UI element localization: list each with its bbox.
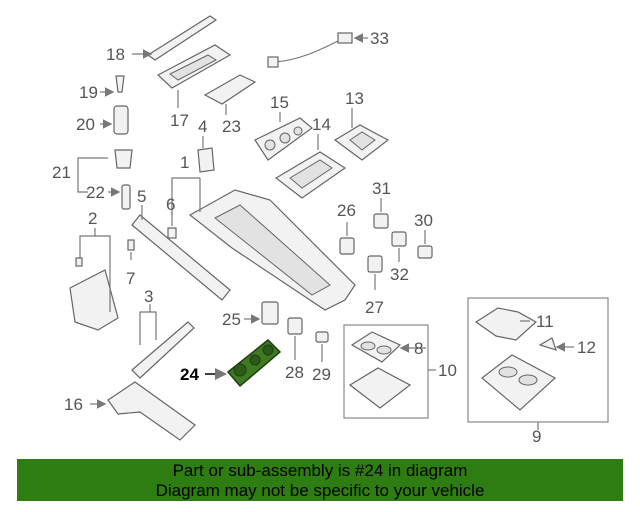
part-13-boot: 13 bbox=[333, 89, 390, 161]
callout-26: 26 bbox=[337, 201, 356, 220]
callout-22: 22 bbox=[86, 183, 105, 202]
callout-19: 19 bbox=[79, 83, 98, 102]
callout-16: 16 bbox=[64, 395, 83, 414]
part-33-cable: 33 bbox=[267, 29, 389, 68]
parts-diagram: 18 17 23 19 20 21 22 4 bbox=[52, 15, 609, 446]
part-21-socket: 21 bbox=[52, 149, 133, 193]
callout-4: 4 bbox=[198, 117, 207, 136]
part-14-housing: 14 bbox=[274, 115, 347, 199]
callout-7: 7 bbox=[126, 269, 135, 288]
callout-17: 17 bbox=[170, 111, 189, 130]
part-20-socket: 20 bbox=[76, 105, 129, 135]
callout-20: 20 bbox=[76, 115, 95, 134]
part-7-tab: 7 bbox=[126, 239, 135, 288]
part-27-switch: 27 bbox=[365, 255, 384, 317]
callout-3: 3 bbox=[144, 287, 153, 306]
callout-33: 33 bbox=[370, 29, 389, 48]
part-30-switch: 30 bbox=[414, 211, 433, 259]
part-3-bracket: 3 bbox=[131, 287, 195, 379]
part-26-switch: 26 bbox=[337, 201, 356, 255]
info-banner: Part or sub-assembly is #24 in diagram D… bbox=[17, 459, 623, 501]
callout-12: 12 bbox=[577, 338, 596, 357]
callout-23: 23 bbox=[222, 117, 241, 136]
callout-11: 11 bbox=[536, 312, 554, 331]
part-19-plug: 19 bbox=[79, 75, 125, 102]
part-15-panel: 15 bbox=[254, 93, 313, 161]
callout-18: 18 bbox=[106, 45, 125, 64]
callout-10: 10 bbox=[438, 361, 457, 380]
part-1-console: 1 bbox=[171, 153, 356, 311]
banner-line-2: Diagram may not be specific to your vehi… bbox=[155, 481, 485, 500]
part-32-switch: 32 bbox=[390, 231, 409, 284]
callout-21: 21 bbox=[52, 163, 71, 182]
part-18-trim-strip: 18 bbox=[106, 15, 218, 64]
callout-8: 8 bbox=[414, 339, 423, 358]
callout-9: 9 bbox=[532, 427, 541, 446]
callout-24: 24 bbox=[180, 365, 199, 384]
callout-2: 2 bbox=[88, 209, 97, 228]
callout-14: 14 bbox=[312, 115, 331, 134]
callout-32: 32 bbox=[390, 265, 409, 284]
callout-15: 15 bbox=[270, 93, 289, 112]
part-31-switch: 31 bbox=[372, 179, 391, 229]
callout-27: 27 bbox=[365, 298, 384, 317]
callout-5: 5 bbox=[137, 187, 146, 206]
callout-1: 1 bbox=[180, 153, 189, 172]
callout-31: 31 bbox=[372, 179, 391, 198]
banner-line-1: Part or sub-assembly is #24 in diagram bbox=[172, 461, 468, 480]
callout-25: 25 bbox=[222, 310, 241, 329]
part-25-switch: 25 bbox=[222, 301, 279, 329]
part-10-assembly-box: 8 10 bbox=[343, 324, 457, 419]
callout-30: 30 bbox=[414, 211, 433, 230]
part-17-bezel: 17 bbox=[156, 44, 232, 130]
part-9-assembly-box: 11 12 9 bbox=[467, 297, 609, 446]
part-29-switch: 29 bbox=[312, 331, 331, 384]
part-28-switch: 28 bbox=[285, 317, 304, 382]
callout-28: 28 bbox=[285, 363, 304, 382]
part-4-bracket: 4 bbox=[197, 117, 215, 173]
part-22-lamp: 22 bbox=[86, 183, 131, 210]
part-5-side-panel: 5 bbox=[131, 187, 231, 301]
part-23-tray: 23 bbox=[203, 74, 257, 136]
callout-6: 6 bbox=[166, 195, 175, 214]
part-24-control-unit: 24 bbox=[180, 338, 282, 388]
part-2-side-trim: 2 bbox=[69, 209, 119, 331]
part-6-clip: 6 bbox=[166, 195, 177, 239]
part-16-duct: 16 bbox=[64, 381, 196, 441]
callout-29: 29 bbox=[312, 365, 331, 384]
callout-13: 13 bbox=[345, 89, 364, 108]
